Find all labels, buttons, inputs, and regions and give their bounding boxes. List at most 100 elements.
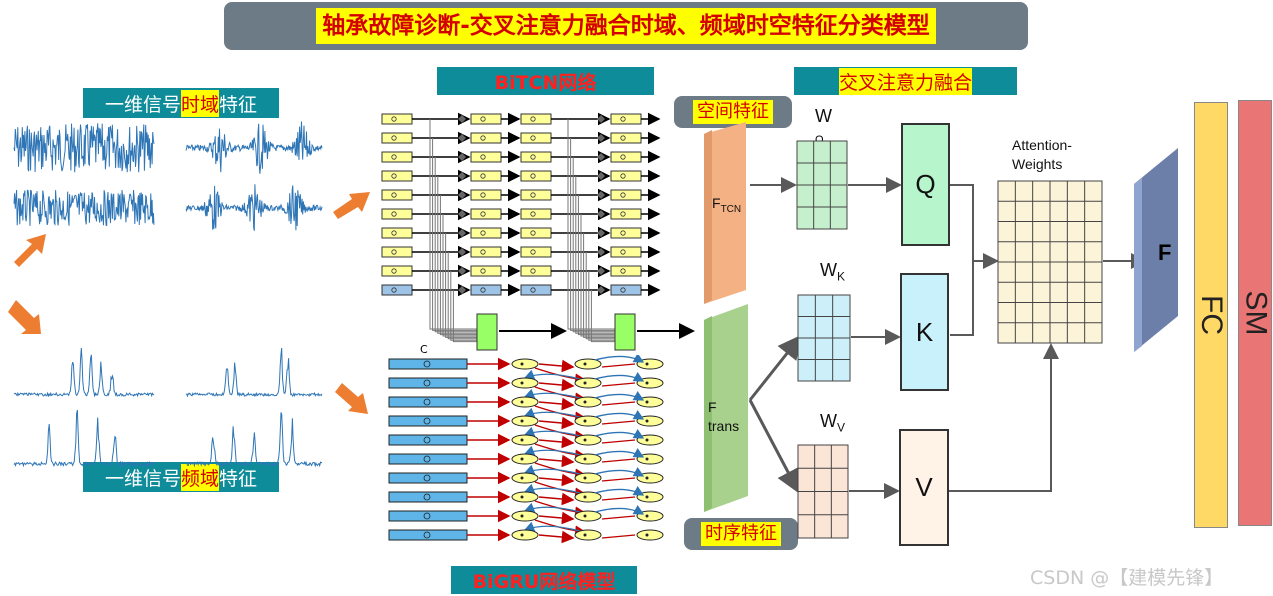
bitcn-network <box>381 112 695 351</box>
freq-signal-plot-3 <box>13 409 155 468</box>
bigru-row <box>388 486 664 518</box>
spatial-feature-label-text: 空间特征 <box>693 100 773 124</box>
bitcn-label-text: BiTCN网络 <box>494 71 597 94</box>
wk-label-main: W <box>820 260 837 280</box>
bigru-cell <box>574 434 602 446</box>
bigru-cell <box>511 529 539 541</box>
ftcn-label-main: F <box>712 195 721 211</box>
wv-label-sub: V <box>837 420 846 435</box>
bigru-row <box>388 391 664 423</box>
title-banner: 轴承故障诊断-交叉注意力融合时域、频域时空特征分类模型 <box>224 2 1028 50</box>
wk-label-sub: K <box>837 269 846 284</box>
bitcn-row <box>381 150 661 164</box>
bigru-row <box>388 448 664 480</box>
temporal-feature-label: 时序特征 <box>684 518 798 550</box>
bigru-row <box>388 467 664 499</box>
fused-feature-block <box>1134 148 1178 352</box>
q-label: Q <box>915 169 936 199</box>
bigru-cell <box>574 396 602 408</box>
bitcn-rows <box>381 112 661 343</box>
ftcn-label: FTCN <box>712 194 741 219</box>
freq-domain-label: 一维信号频域特征 <box>83 462 279 492</box>
bigru-cell <box>636 529 664 541</box>
bigru-cell <box>511 453 539 465</box>
bitcn-label: BiTCN网络 <box>437 67 654 95</box>
freq-signal-plot-4 <box>185 412 323 468</box>
cross-attention-label-text: 交叉注意力融合 <box>838 67 972 95</box>
cross-attention-label: 交叉注意力融合 <box>794 67 1017 95</box>
fused-feature-label: F <box>1158 240 1172 265</box>
q-box: Q <box>901 123 950 246</box>
bitcn-row <box>381 188 661 202</box>
bigru-cell <box>574 415 602 427</box>
wv-grid <box>797 444 849 539</box>
ftcn-label-sub: TCN <box>720 203 742 215</box>
bigru-cell <box>574 510 602 522</box>
orange-arrow-left-top <box>14 234 46 267</box>
k-label: K <box>915 316 934 347</box>
bitcn-row <box>381 207 661 221</box>
bigru-cell <box>511 396 539 408</box>
bitcn-merge-box-1 <box>476 313 498 351</box>
bigru-rows <box>388 355 664 544</box>
freq-signal-plot-2 <box>185 347 323 398</box>
bigru-cell <box>511 434 539 446</box>
ftrans-block <box>704 304 748 512</box>
time-signal-plot-4 <box>178 180 326 238</box>
ftrans-label-line1: F <box>708 399 717 415</box>
bigru-cell <box>511 510 539 522</box>
bitcn-row <box>381 112 661 126</box>
bigru-label: BiGRU网络模型 <box>451 566 637 594</box>
time-domain-label-highlight: 时域 <box>180 89 219 117</box>
bigru-cell <box>511 377 539 389</box>
arrow-ftrans-to-wv <box>748 399 800 494</box>
v-box: V <box>899 429 949 546</box>
fc-layer: FC <box>1194 102 1228 528</box>
bigru-cell <box>511 491 539 503</box>
time-signal-plot-3 <box>8 180 156 238</box>
attention-weights-grid <box>997 180 1103 344</box>
ftcn-block <box>704 122 746 304</box>
bitcn-row <box>381 283 661 297</box>
attention-weights-label: Attention-Weights <box>1012 137 1072 172</box>
arrow-ftrans-to-wk <box>748 334 802 401</box>
bitcn-row <box>381 245 661 259</box>
bigru-cell <box>574 377 602 389</box>
bitcn-merge-node-label: C <box>420 343 428 356</box>
bitcn-row <box>381 169 661 183</box>
freq-domain-label-post: 特征 <box>219 467 258 490</box>
bigru-row <box>388 410 664 442</box>
wk-grid <box>797 294 851 382</box>
bigru-row <box>388 429 664 461</box>
signal-plots <box>8 118 326 468</box>
wq-label: W <box>815 106 832 127</box>
freq-domain-label-highlight: 频域 <box>180 463 219 491</box>
time-signal-plot-1 <box>8 118 156 180</box>
wv-label-main: W <box>820 411 837 431</box>
k-box: K <box>900 273 949 391</box>
bigru-cell <box>574 472 602 484</box>
orange-arrow-to-bigru <box>335 383 368 414</box>
freq-domain-label-pre: 一维信号 <box>104 467 181 490</box>
time-signal-plot-2 <box>178 118 326 180</box>
bigru-cell <box>511 472 539 484</box>
fc-label: FC <box>1195 295 1228 335</box>
bitcn-row <box>381 226 661 240</box>
wv-label: WV <box>820 411 845 435</box>
bigru-cell <box>511 358 539 370</box>
connector-q-k <box>950 184 974 336</box>
temporal-feature-label-text: 时序特征 <box>701 522 781 546</box>
spatial-feature-label: 空间特征 <box>674 96 792 128</box>
wq-label-sub: Q <box>815 134 824 146</box>
bigru-cell <box>574 358 602 370</box>
freq-signal-plot-1 <box>13 347 155 398</box>
bitcn-merge <box>476 313 695 351</box>
bigru-cell <box>574 529 602 541</box>
time-domain-label-pre: 一维信号 <box>104 93 181 116</box>
time-domain-label-post: 特征 <box>219 93 258 116</box>
bigru-network <box>388 355 664 544</box>
bitcn-row <box>381 264 661 278</box>
orange-arrow-left-bottom <box>8 300 41 334</box>
